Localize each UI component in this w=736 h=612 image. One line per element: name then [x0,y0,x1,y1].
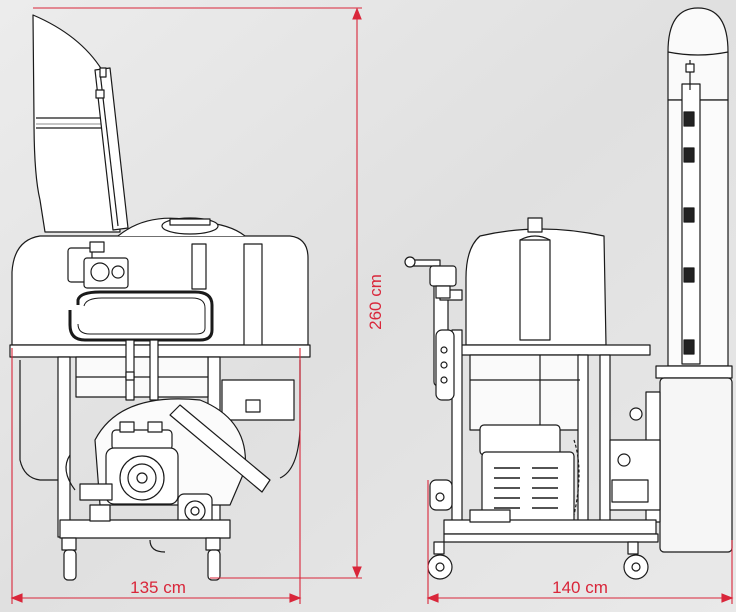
side-transmission [609,407,661,511]
side-length-dimension-line [426,480,734,604]
dimension-lines [10,7,734,604]
side-engine-block [479,424,580,525]
side-tower [667,7,729,367]
side-tank [465,217,607,346]
side-control-valve [404,256,457,299]
tower-nozzles [683,111,695,355]
front-width-label: 135 cm [130,578,186,597]
side-view [404,7,733,580]
diaphragm-pump [105,421,179,505]
control-valve-group [67,241,129,289]
front-frame [9,339,311,538]
side-caster-wheels [427,541,649,580]
front-base [59,483,231,553]
boom-arm [94,67,129,231]
side-frame [451,329,651,541]
side-base [443,509,659,543]
front-width-dimension-line [10,348,302,604]
height-label: 260 cm [366,274,385,330]
side-length-label: 140 cm [552,578,608,597]
carry-handle [68,290,214,342]
side-column [243,243,263,355]
front-tank [11,217,309,346]
front-view [9,14,311,581]
height-dimension-line [33,7,362,579]
front-caster-wheels [61,537,221,581]
